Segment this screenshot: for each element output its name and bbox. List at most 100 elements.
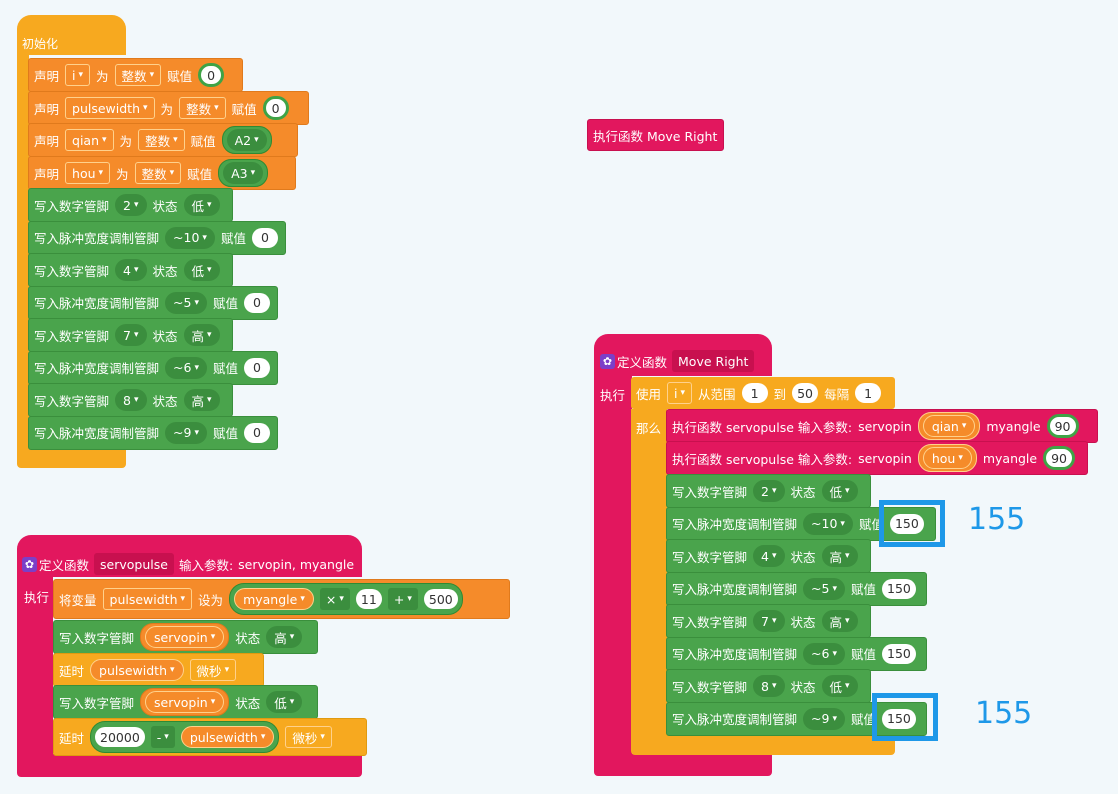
state-dropdown[interactable]: 低▾	[183, 194, 220, 216]
declare-row[interactable]: 声明 i▾ 为 整数▾ 赋值 0	[28, 58, 243, 92]
state-dropdown[interactable]: 高▾	[266, 626, 303, 648]
pin-dropdown[interactable]: 4▾	[115, 259, 147, 281]
declare-row[interactable]: 声明 qian▾ 为 整数▾ 赋值 A2▾	[28, 123, 298, 157]
pin-dropdown[interactable]: 8▾	[753, 675, 785, 697]
pin-dropdown[interactable]: ~9▾	[803, 707, 845, 730]
pwm-value-input[interactable]: 150	[889, 513, 924, 534]
unit-dropdown[interactable]: 微秒▾	[189, 659, 237, 681]
pin-dropdown[interactable]: 2▾	[753, 480, 785, 502]
variable-dropdown[interactable]: pulsewidth▾	[65, 97, 155, 119]
pin-dropdown[interactable]: 7▾	[115, 324, 147, 346]
variable-dropdown[interactable]: pulsewidth▾	[102, 588, 193, 610]
pwm-value-input[interactable]: 150	[882, 708, 916, 729]
offset-input[interactable]: 500	[423, 589, 458, 609]
myangle-variable[interactable]: myangle▾	[234, 588, 314, 610]
pin-dropdown[interactable]: 4▾	[753, 545, 785, 567]
pin-dropdown[interactable]: 7▾	[753, 610, 785, 632]
from-input[interactable]: 1	[741, 383, 768, 403]
factor-input[interactable]: 11	[355, 589, 382, 609]
angle-input[interactable]: 90	[1043, 446, 1076, 470]
init-block[interactable]	[17, 15, 126, 55]
pin-variable[interactable]: servopin▾	[140, 623, 230, 651]
pin-dropdown[interactable]: ~10▾	[165, 226, 215, 249]
state-dropdown[interactable]: 高▾	[821, 610, 858, 632]
pin-dropdown[interactable]: ~9▾	[165, 421, 207, 444]
pin-dropdown[interactable]: ~10▾	[803, 512, 853, 535]
analog-pin-dropdown[interactable]: A2▾	[221, 126, 272, 154]
pin-dropdown[interactable]: 8▾	[115, 389, 147, 411]
pulsewidth-variable[interactable]: pulsewidth▾	[180, 726, 275, 748]
pin-variable[interactable]: servopin▾	[140, 688, 230, 716]
type-dropdown[interactable]: 整数▾	[134, 162, 182, 184]
type-dropdown[interactable]: 整数▾	[179, 97, 226, 119]
pin-dropdown[interactable]: ~6▾	[803, 642, 845, 665]
math-expression[interactable]: myangle▾ ×▾ 11 +▾ 500	[229, 583, 463, 615]
state-dropdown[interactable]: 低▾	[821, 480, 858, 502]
pin-dropdown[interactable]: 2▾	[115, 194, 147, 216]
pin-variable[interactable]: hou▾	[917, 444, 977, 472]
subtract-expression[interactable]: 20000 -▾ pulsewidth▾	[90, 721, 280, 753]
variable-dropdown[interactable]: hou▾	[65, 162, 111, 184]
step-input[interactable]: 1	[855, 383, 882, 403]
angle-input[interactable]: 90	[1046, 414, 1079, 438]
state-dropdown[interactable]: 低▾	[821, 675, 858, 697]
pin-dropdown[interactable]: ~5▾	[165, 291, 207, 314]
digital-write-row[interactable]: 写入数字管脚 servopin▾ 状态 高▾	[53, 620, 318, 654]
declare-row[interactable]: 声明 hou▾ 为 整数▾ 赋值 A3▾	[28, 156, 296, 190]
plus-operator-dropdown[interactable]: +▾	[387, 588, 418, 610]
delay-row[interactable]: 延时 20000 -▾ pulsewidth▾ 微秒▾	[53, 718, 367, 756]
pwm-value-input[interactable]: 150	[882, 643, 916, 664]
unit-dropdown[interactable]: 微秒▾	[285, 726, 332, 748]
analog-pin-dropdown[interactable]: A3▾	[218, 159, 269, 187]
declare-row[interactable]: 声明 pulsewidth▾ 为 整数▾ 赋值 0	[28, 91, 309, 125]
call-servopulse-row[interactable]: 执行函数 servopulse 输入参数: servopin hou▾ myan…	[666, 441, 1088, 475]
pwm-value-input[interactable]: 150	[882, 578, 916, 599]
digital-write-row[interactable]: 写入数字管脚 servopin▾ 状态 低▾	[53, 685, 318, 719]
function-name-field[interactable]: Move Right	[672, 350, 755, 372]
call-move-right-block[interactable]: 执行函数 Move Right	[587, 119, 724, 151]
call-servopulse-row[interactable]: 执行函数 servopulse 输入参数: servopin qian▾ mya…	[666, 409, 1098, 443]
delay-row[interactable]: 延时 pulsewidth▾ 微秒▾	[53, 653, 264, 687]
variable-dropdown[interactable]: qian▾	[65, 129, 114, 151]
type-dropdown[interactable]: 整数▾	[138, 129, 185, 151]
state-dropdown[interactable]: 低▾	[183, 259, 220, 281]
variable-dropdown[interactable]: i▾	[65, 64, 91, 86]
pwm-value-input[interactable]: 0	[251, 227, 278, 248]
pin-dropdown[interactable]: ~6▾	[165, 356, 207, 379]
multiply-operator-dropdown[interactable]: ×▾	[319, 588, 350, 610]
to-input[interactable]: 50	[792, 383, 819, 403]
value-input[interactable]: 0	[198, 63, 225, 87]
state-dropdown[interactable]: 高▾	[183, 324, 220, 346]
value-input[interactable]: 0	[262, 96, 289, 120]
loop-variable-dropdown[interactable]: i▾	[667, 382, 693, 404]
state-dropdown[interactable]: 高▾	[183, 389, 220, 411]
state-dropdown[interactable]: 高▾	[821, 545, 858, 567]
function-name-field[interactable]: servopulse	[94, 553, 174, 575]
type-dropdown[interactable]: 整数▾	[114, 64, 162, 86]
pulsewidth-variable[interactable]: pulsewidth▾	[90, 659, 184, 681]
pwm-value-input[interactable]: 0	[244, 357, 270, 378]
pin-variable[interactable]: qian▾	[917, 412, 981, 440]
pwm-value-input[interactable]: 0	[244, 422, 270, 443]
state-dropdown[interactable]: 低▾	[266, 691, 303, 713]
pwm-value-input[interactable]: 0	[244, 292, 270, 313]
pin-dropdown[interactable]: ~5▾	[803, 577, 845, 600]
servopulse-define-block[interactable]	[17, 535, 362, 577]
set-variable-row[interactable]: 将变量 pulsewidth▾ 设为 myangle▾ ×▾ 11 +▾ 500	[53, 579, 510, 619]
